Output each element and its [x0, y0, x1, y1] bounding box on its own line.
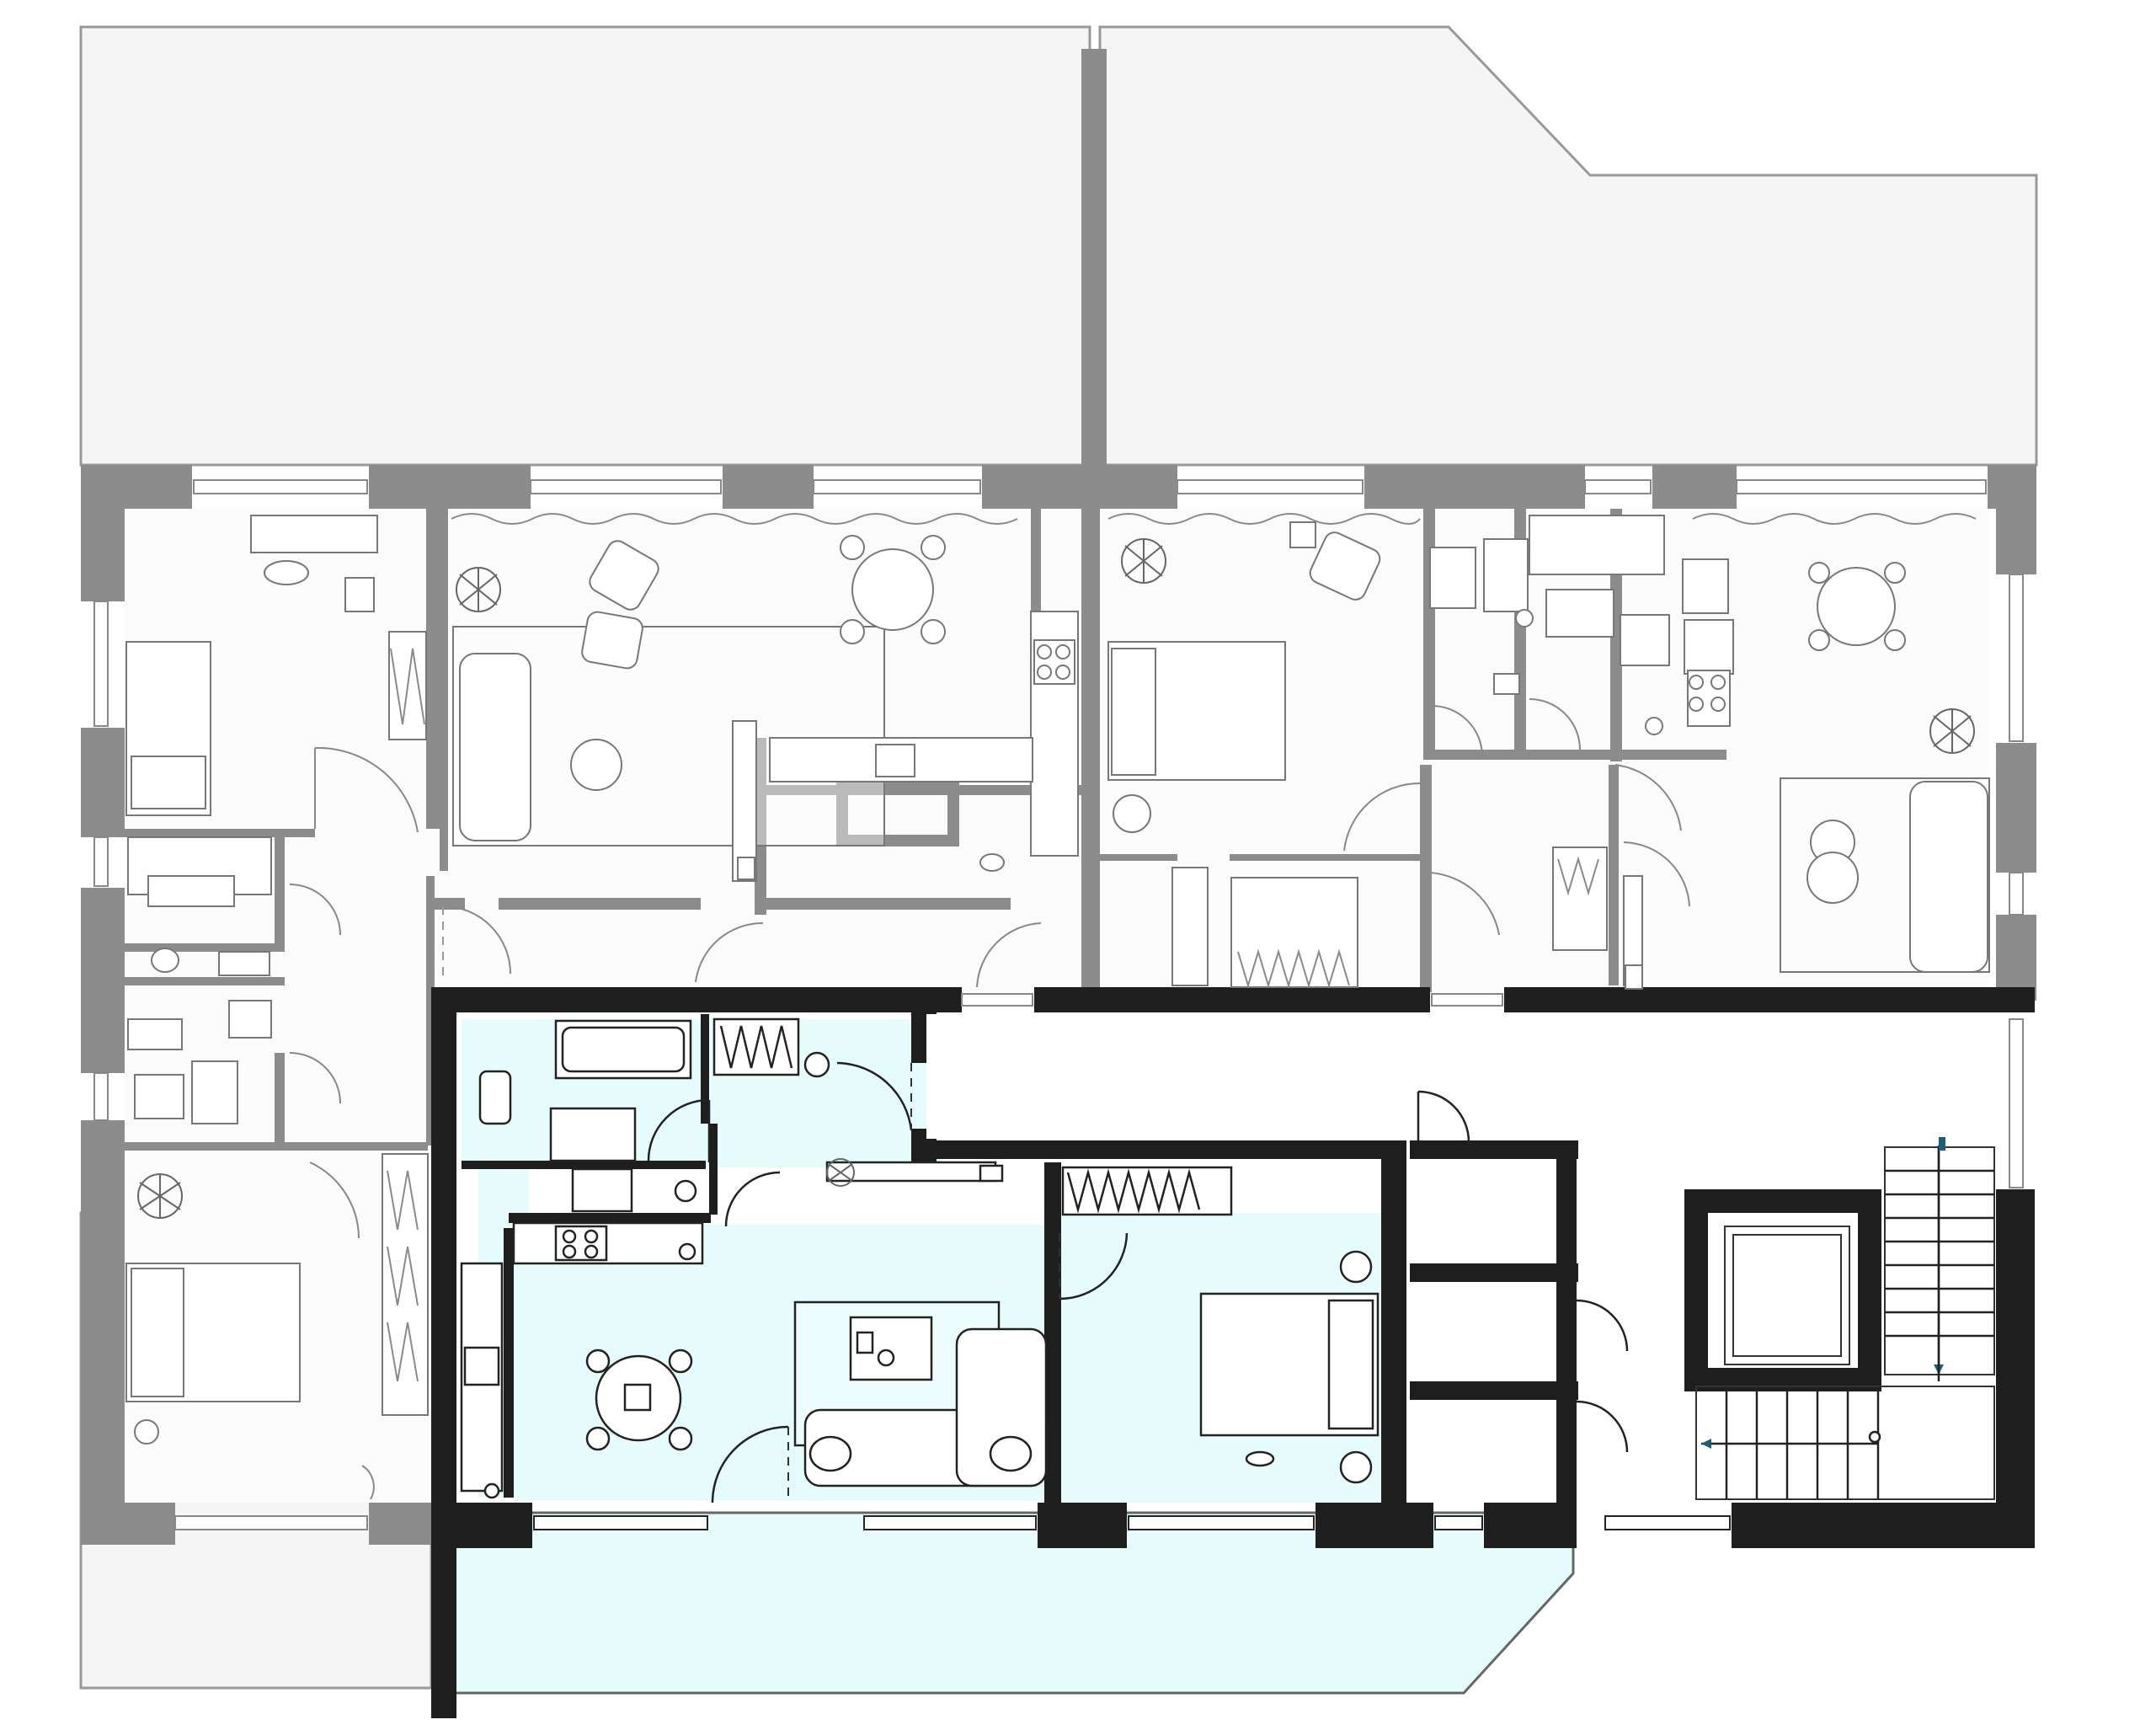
- window: [1604, 1515, 1731, 1530]
- windows: [93, 479, 2024, 1530]
- upper-middle-living: [442, 513, 1079, 988]
- bathtub: [1529, 515, 1665, 575]
- dining-table: [851, 548, 934, 631]
- window: [2009, 872, 2024, 916]
- terrace-right: [1098, 25, 2038, 467]
- bottom-left-bedroom: [125, 1153, 429, 1500]
- sink: [463, 1346, 500, 1386]
- plant-icon: [1121, 538, 1166, 584]
- window: [93, 1072, 109, 1121]
- sink: [1620, 614, 1670, 666]
- armchair: [589, 540, 659, 611]
- window: [813, 479, 981, 494]
- window: [193, 479, 368, 494]
- plant-icon: [456, 567, 501, 612]
- kitchen-counter: [460, 1262, 504, 1493]
- window: [1128, 1515, 1315, 1530]
- window: [961, 993, 1033, 1007]
- wardrobe: [1230, 877, 1358, 988]
- window: [93, 836, 109, 887]
- window: [1431, 993, 1503, 1007]
- window: [863, 1515, 1037, 1530]
- window: [93, 601, 109, 727]
- terrace-left: [79, 25, 1091, 467]
- toilet: [1429, 547, 1476, 609]
- upper-left-bath: [127, 836, 341, 1124]
- plant-icon: [826, 1158, 855, 1187]
- wardrobe: [382, 1153, 429, 1416]
- window: [530, 479, 722, 494]
- window: [533, 1515, 708, 1530]
- coffee-table: [570, 739, 622, 791]
- plant-icon: [137, 1173, 183, 1219]
- highlighted-unit: [460, 1017, 1380, 1503]
- washbasin: [151, 948, 179, 973]
- upper-right-unit: [1107, 513, 1990, 990]
- armchair: [1309, 531, 1381, 601]
- kitchen-counter: [512, 1221, 704, 1265]
- sofa: [459, 653, 531, 841]
- dining-table: [1817, 567, 1896, 646]
- desk: [250, 515, 378, 553]
- sink: [571, 1167, 633, 1213]
- window: [1177, 479, 1364, 494]
- desk-chair: [264, 560, 309, 585]
- kitchen-counter: [1684, 619, 1734, 675]
- coffee-table: [1806, 852, 1859, 904]
- highlighted-walls: [431, 987, 2035, 1718]
- stair-core: [926, 1014, 1995, 1500]
- window: [2009, 1018, 2024, 1188]
- sink: [228, 1000, 272, 1039]
- window: [1584, 479, 1652, 494]
- plant-icon: [1929, 708, 1975, 754]
- upper-terraces: [79, 25, 2038, 470]
- sofa: [1909, 781, 1988, 973]
- armchair: [581, 611, 643, 670]
- window: [1736, 479, 1987, 494]
- toilet: [134, 1074, 184, 1119]
- terrace-divider-wall: [1081, 49, 1107, 470]
- toilet: [478, 1070, 512, 1125]
- window: [174, 1515, 368, 1530]
- window: [2009, 574, 2024, 742]
- window: [1434, 1515, 1483, 1530]
- upper-left-bedroom: [125, 515, 427, 833]
